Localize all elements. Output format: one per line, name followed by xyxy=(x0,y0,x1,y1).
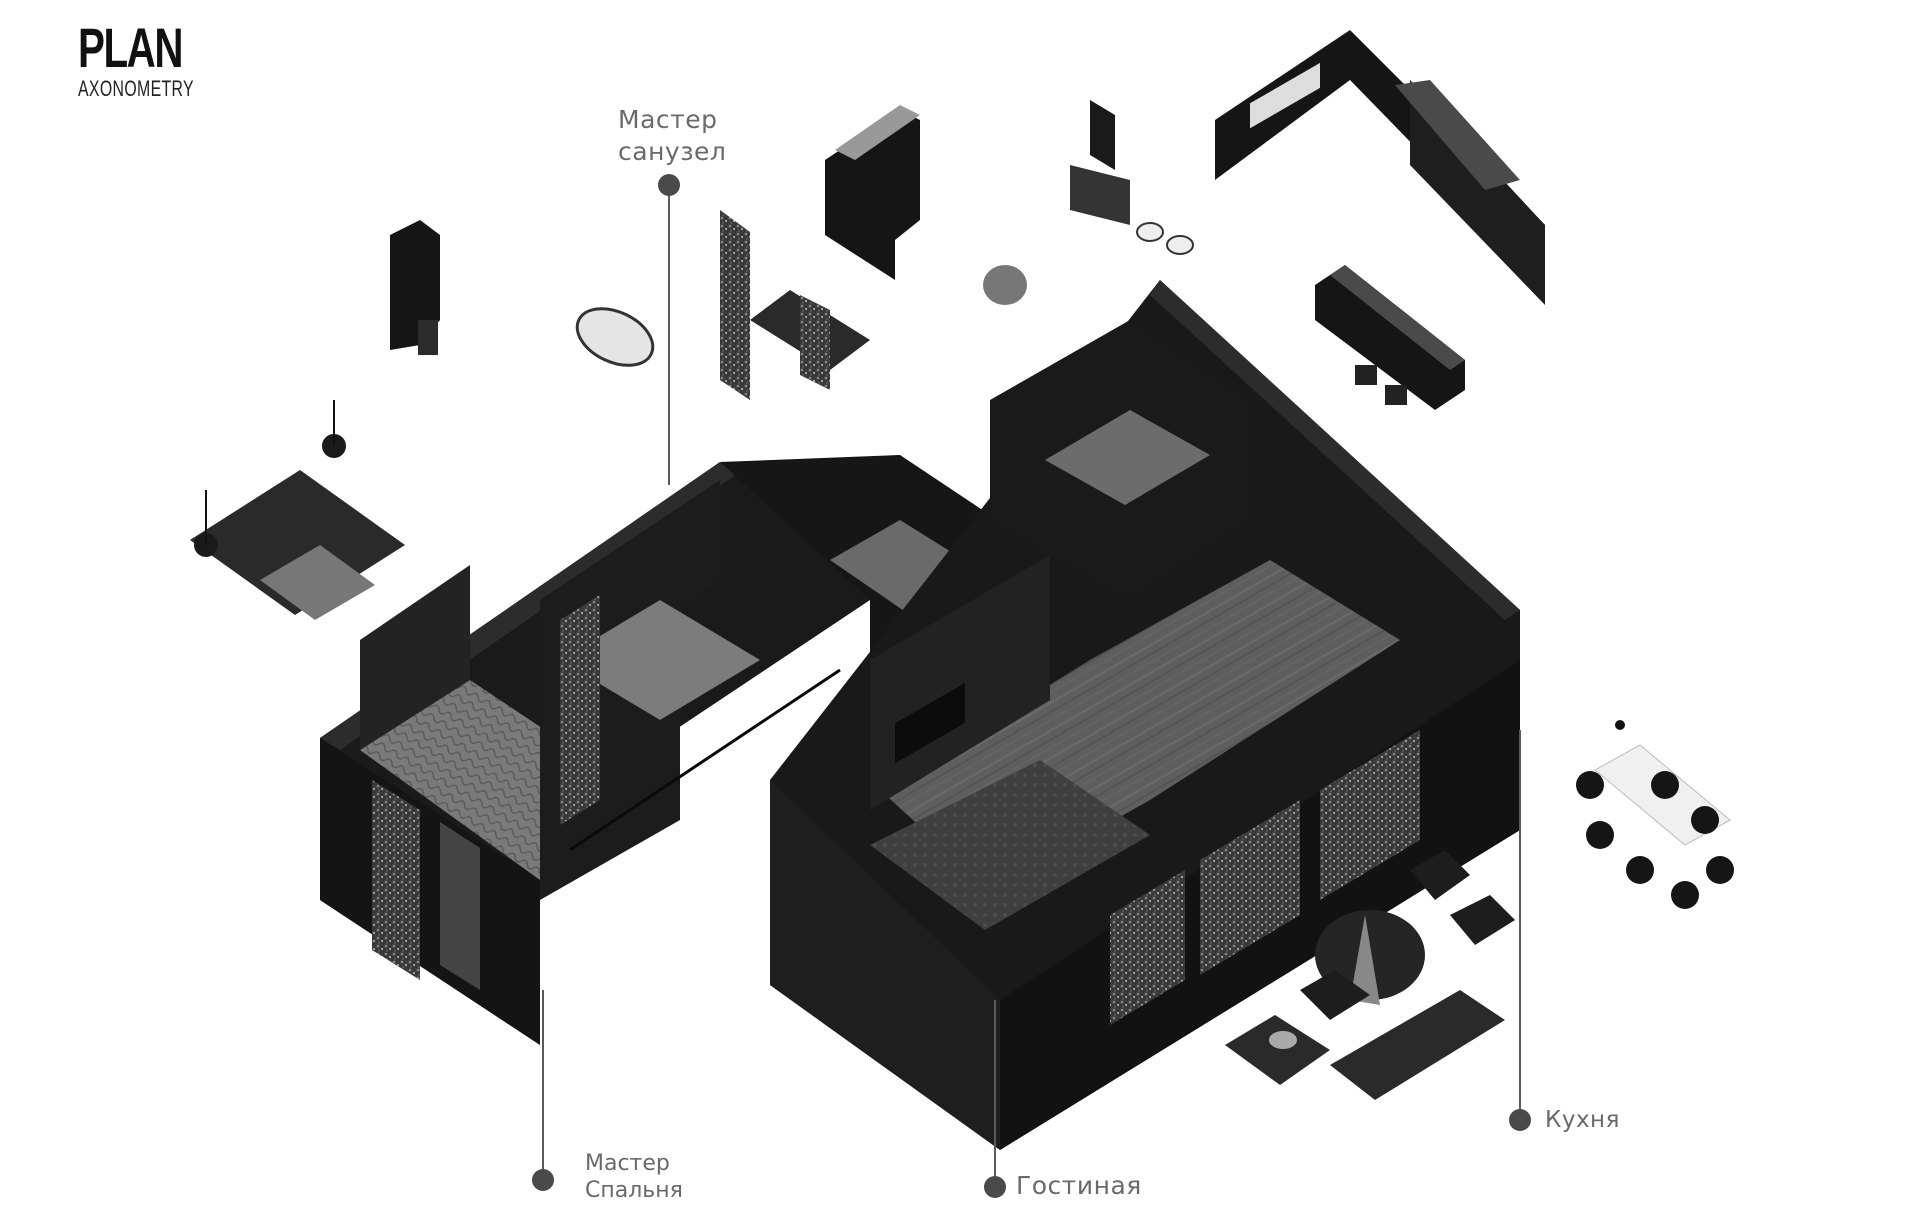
apartment-model xyxy=(320,280,1520,1150)
bath-glass-line xyxy=(569,668,841,852)
page-title: PLAN xyxy=(78,16,183,79)
bath-floor xyxy=(560,600,760,720)
island-top xyxy=(1330,265,1465,370)
bar-stool-2 xyxy=(1385,385,1407,405)
round-rug-icon xyxy=(983,265,1027,305)
dining-chair-3 xyxy=(1626,856,1654,884)
label-master-bedroom-line1: Мастер xyxy=(585,1151,670,1176)
label-master-bath-line1: Мастер xyxy=(618,105,718,134)
label-living-room: Гостиная xyxy=(1016,1170,1142,1202)
shower-side-panel xyxy=(800,295,830,390)
marker-dot-master-bath xyxy=(658,174,680,196)
label-master-bedroom-line2: Спальня xyxy=(585,1178,683,1203)
vanity-icon xyxy=(1070,165,1130,225)
toilet-icon xyxy=(1136,222,1164,242)
kitchen-top-strip xyxy=(1395,80,1520,190)
bar-stool-1 xyxy=(1355,365,1377,385)
label-kitchen: Кухня xyxy=(1545,1104,1620,1136)
bedroom-window-left xyxy=(372,780,420,980)
shower-partition-icon xyxy=(720,210,750,400)
vanity-mirror-icon xyxy=(1090,100,1115,170)
label-master-bedroom: Мастер Спальня xyxy=(585,1150,683,1204)
bath-stone-panel xyxy=(560,595,600,825)
plan-title-block: PLAN AXONOMETRY xyxy=(78,18,239,100)
ottoman-icon xyxy=(1300,970,1370,1020)
marker-dot-kitchen xyxy=(1509,1109,1531,1131)
sofa-left-icon xyxy=(1225,1015,1330,1085)
dining-chair-2 xyxy=(1586,821,1614,849)
dining-chair-7 xyxy=(1706,856,1734,884)
label-master-bath-line2: санузел xyxy=(618,137,727,166)
armchair-2-icon xyxy=(1450,895,1515,945)
marker-dot-master-bedroom xyxy=(532,1169,554,1191)
wardrobe-icon xyxy=(390,220,440,350)
living-top-edge xyxy=(1150,280,1520,620)
side-table-icon xyxy=(418,320,438,355)
kitchen-island-icon xyxy=(1315,265,1465,410)
exploded-furniture xyxy=(190,30,1734,1100)
living-window-3 xyxy=(1320,730,1420,900)
label-living-room-line1: Гостиная xyxy=(1016,1171,1142,1200)
living-rug xyxy=(870,760,1150,930)
pendant-light-icon xyxy=(1615,720,1625,730)
living-window-2 xyxy=(1200,800,1300,975)
living-window-1 xyxy=(1110,870,1185,1025)
sofa-right-icon xyxy=(1330,990,1505,1100)
cabinet-top xyxy=(835,105,920,160)
bedroom-back-wall xyxy=(360,565,470,750)
living-side-wall xyxy=(770,780,1000,1150)
leader-lines xyxy=(542,185,1521,1187)
bed-linen xyxy=(260,545,375,620)
bathtub-icon xyxy=(575,307,655,367)
page-subtitle: AXONOMETRY xyxy=(78,76,194,101)
dining-chair-5 xyxy=(1651,771,1679,799)
throw-pillow-icon xyxy=(1269,1031,1297,1049)
tv-screen xyxy=(895,682,965,764)
table-highlight xyxy=(1350,915,1380,1005)
armchair-1-icon xyxy=(1410,850,1470,900)
bedroom-window-right xyxy=(440,822,480,990)
marker-dot-living-room xyxy=(984,1176,1006,1198)
inner-room-floor xyxy=(1045,410,1210,505)
bidet-icon xyxy=(1166,235,1194,255)
dining-chair-6 xyxy=(1691,806,1719,834)
label-master-bath: Мастер санузел xyxy=(618,104,726,168)
kitchen-backsplash xyxy=(1250,62,1320,129)
dining-chair-4 xyxy=(1671,881,1699,909)
dining-chair-1 xyxy=(1576,771,1604,799)
label-kitchen-line1: Кухня xyxy=(1545,1107,1620,1133)
